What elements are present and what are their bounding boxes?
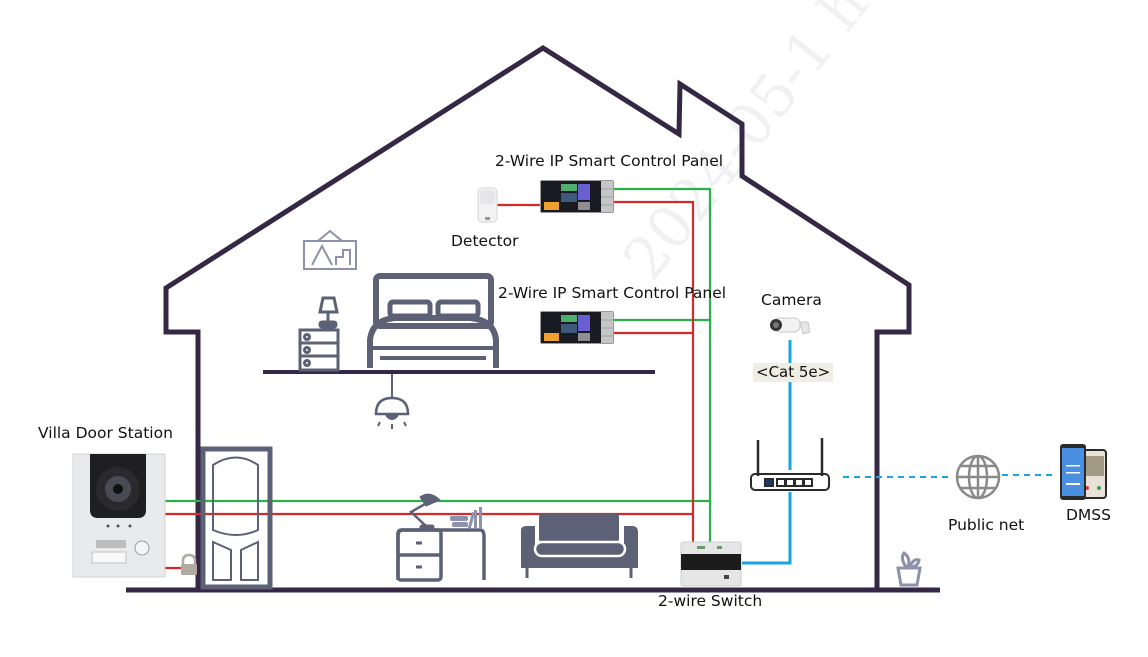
label-cable-cat5e: <Cat 5e> [753, 363, 834, 382]
green-wire-panel-1 [612, 187, 712, 545]
villa-door-station-device [72, 453, 166, 578]
cable-router-switch [742, 492, 792, 565]
smartphone-dmss-icon [1060, 444, 1107, 500]
control-panel-device-2 [540, 311, 614, 344]
label-villa-door-station: Villa Door Station [38, 424, 173, 442]
wiring-2wire [165, 187, 712, 570]
plant-icon [896, 550, 922, 587]
globe-icon [955, 454, 1001, 500]
sofa-icon [521, 513, 638, 578]
desk-icon [396, 528, 486, 582]
bullet-camera-device [770, 317, 811, 335]
desk-lamp-icon [408, 493, 441, 531]
label-control-panel-top: 2-Wire IP Smart Control Panel [495, 152, 724, 170]
ceiling-lamp-icon [374, 374, 410, 429]
house-outline [126, 45, 940, 593]
nightstand-icon [298, 328, 340, 372]
label-control-panel-bottom: 2-Wire IP Smart Control Panel [498, 284, 727, 302]
label-2wire-switch: 2-wire Switch [658, 592, 763, 610]
door-icon [200, 446, 273, 590]
red-wire-panel-1 [612, 200, 695, 545]
2wire-switch-device [680, 541, 742, 587]
router-device [750, 438, 830, 491]
label-camera: Camera [761, 291, 822, 309]
label-detector: Detector [451, 232, 519, 250]
motion-detector-device [477, 187, 498, 223]
wiring-network [742, 340, 1053, 565]
house-roof-and-walls [163, 45, 912, 590]
control-panel-device-1 [540, 180, 614, 213]
label-public-net: Public net [948, 516, 1025, 534]
table-lamp-icon [318, 296, 339, 329]
picture-frame-icon [303, 229, 357, 270]
label-dmss: DMSS [1066, 506, 1111, 524]
lock-icon [181, 553, 197, 575]
books-icon [450, 507, 482, 530]
bed-icon [367, 273, 499, 368]
